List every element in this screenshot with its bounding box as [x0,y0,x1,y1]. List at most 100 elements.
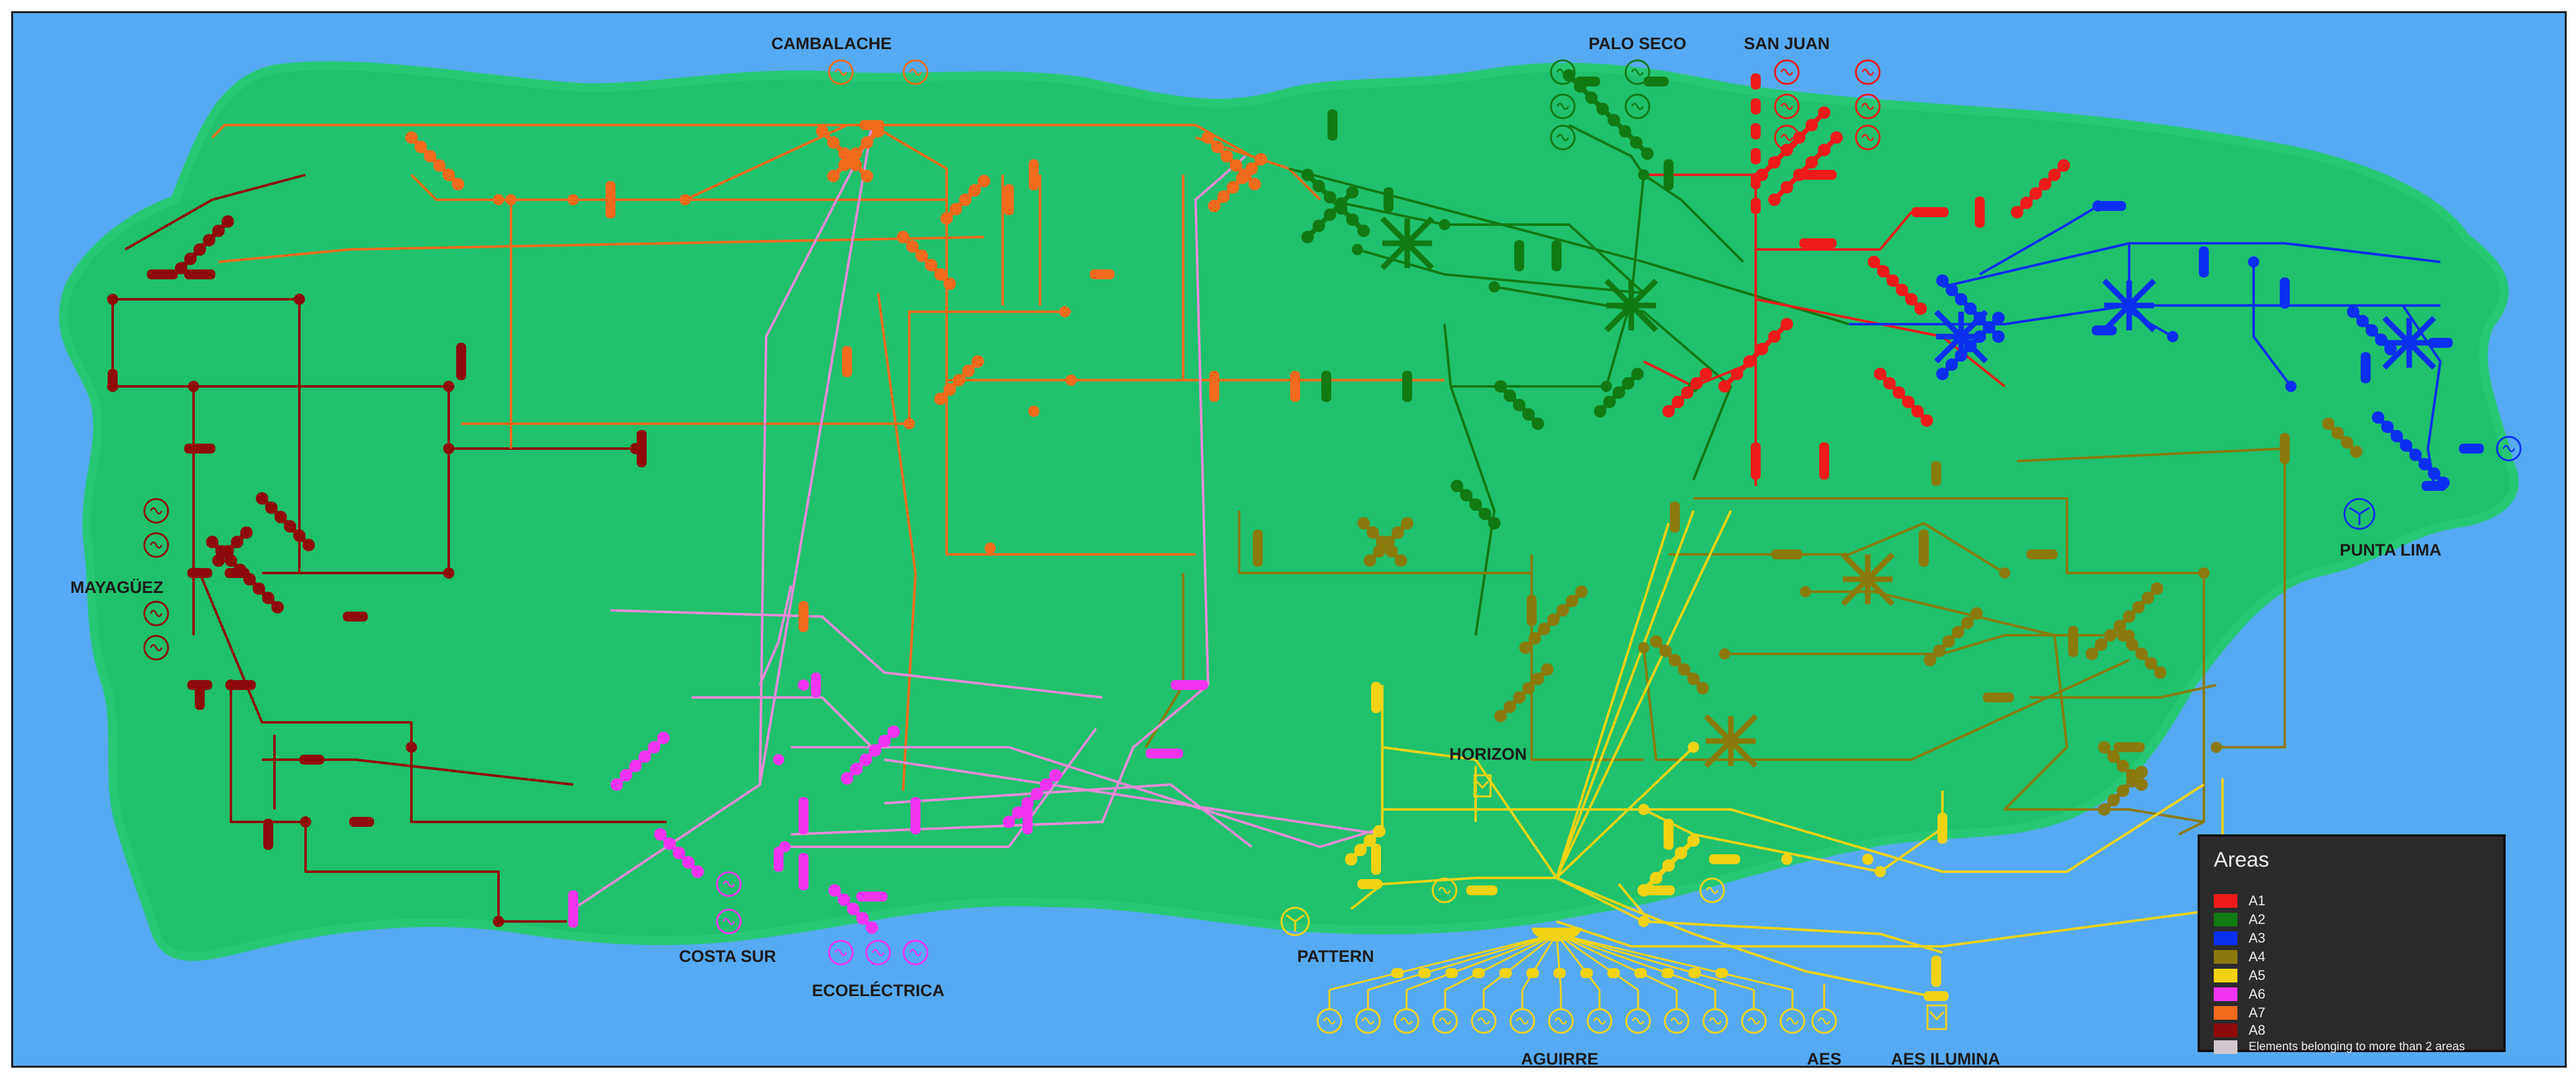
bus-bar [2092,325,2117,335]
legend-swatch [2214,987,2237,1001]
generator-icon [902,939,929,966]
generator-ring [143,532,169,558]
bus-bar [799,601,808,632]
generator-wave [909,68,922,76]
bus-bar [1371,682,1381,713]
bus-bar [1418,968,1431,978]
bus-bar [1799,170,1837,180]
place-label-punta-lima: PUNTA LIMA [2339,541,2441,559]
bus-node [2285,381,2297,392]
generator-wave [2502,445,2516,452]
bus-bar [1575,77,1600,86]
legend-swatch [2214,950,2237,964]
generator-ring [2496,436,2522,462]
bus-link [1306,190,1354,239]
generator-ring [1624,59,1651,85]
bus-node [1624,298,1639,313]
place-label-ecoelectrica: ECOELÉCTRICA [812,981,944,1000]
bus-node [294,294,305,305]
bus-bar [1670,501,1680,533]
transmission-line [1521,933,1558,991]
bus-bar [2026,549,2058,559]
bus-bar [1983,692,2014,702]
bus-bar [1931,956,1941,987]
bus-node [107,294,118,305]
generator-ring [1699,877,1725,903]
transmission-line [1483,933,1557,991]
generator-wave [909,949,922,956]
bus-node [1719,648,1730,660]
bus-node [985,543,996,554]
generator-wave [1786,1017,1799,1025]
generator-ring [1509,1008,1535,1034]
generator-wave [1556,134,1570,141]
bus-node [1954,329,1969,344]
bus-bar [1751,442,1761,480]
legend-swatch [2214,931,2237,945]
generator-wave [1515,1017,1529,1025]
transmission-line [791,746,1383,848]
transmission-line [1350,877,1557,910]
bus-node [1860,572,1875,587]
bus-bar [2280,433,2290,464]
bus-node [300,816,311,828]
bus-bar [1709,854,1740,864]
transmission-line [199,572,667,823]
transmission-line [1568,124,1645,176]
bus-bar [1771,549,1802,559]
generator-wave [871,949,885,956]
bus-node [568,194,579,205]
generator-icon [1432,1008,1458,1034]
generator-icon [1548,1008,1574,1034]
transmission-line [1756,211,1913,251]
generator-ring [1855,124,1881,151]
legend-item: Elements belonging to more than 2 areas [2214,1039,2465,1055]
bus-link [1368,521,1409,562]
generator-icon [902,59,929,85]
transmission-line [461,310,1071,425]
bus-node [2122,298,2137,313]
generator-icon [1774,59,1800,85]
bus-link [1567,73,1649,156]
bus-bar [2199,246,2209,277]
bus-node [1800,586,1811,597]
bus-bar [1357,879,1382,889]
bus-node [1439,219,1450,230]
wind-ring [2343,498,2376,530]
wind-blades [1286,914,1304,931]
generator-icon [1774,124,1800,151]
bus-node [1066,375,1077,386]
legend-label: Elements belonging to more than 2 areas [2249,1040,2465,1053]
generator-ring [828,939,854,966]
generator-wave [1747,1017,1761,1025]
generator-icon [1774,93,1800,119]
bus-bar [2428,338,2453,348]
generator-icon [1699,877,1725,903]
bus-bar [1634,968,1647,978]
generator-wave [722,880,736,888]
bus-bar [1580,968,1593,978]
transmission-line [884,783,1253,848]
generator-ring [1664,1008,1690,1034]
legend-item: A2 [2214,911,2265,928]
bus-bar [1328,110,1337,141]
bus-link [1667,372,1708,413]
legend-label: A7 [2249,1005,2265,1020]
transmission-line [1556,933,1793,991]
bus-bar [1171,680,1208,690]
generator-ring [1432,1008,1458,1034]
generator-ring [902,59,929,85]
generator-wave [1780,68,1794,76]
transmission-line [1494,286,1732,480]
generator-wave [1705,887,1719,894]
bus-bar [1090,269,1115,279]
transmission-line [1555,510,1695,879]
bus-node [406,742,417,753]
bus-bar [456,343,466,380]
generator-icon [1779,1008,1806,1034]
bus-link [1455,484,1496,525]
legend-item: A5 [2214,967,2265,984]
bus-node [1688,742,1699,753]
generator-icon [1355,1008,1381,1034]
